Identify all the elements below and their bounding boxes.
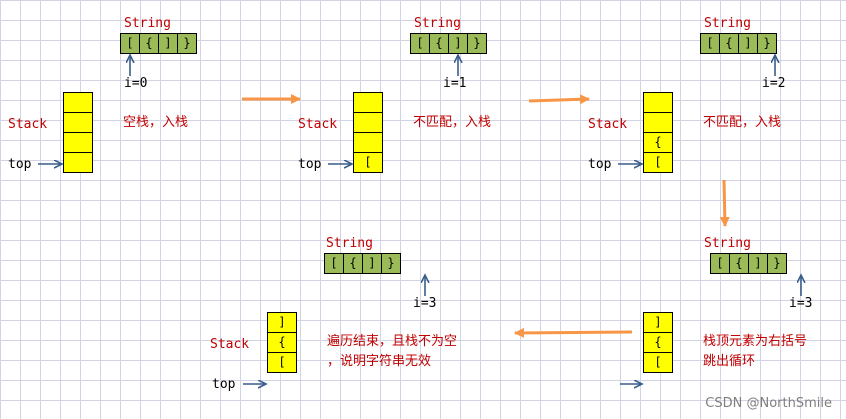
top-label: top xyxy=(8,157,32,172)
string-cell: [ xyxy=(126,36,134,50)
string-cell: } xyxy=(757,34,776,53)
flow-arrow xyxy=(528,94,590,105)
string-cell: { xyxy=(429,34,448,53)
stack-label: Stack xyxy=(210,337,250,352)
string-array: [ { ] } xyxy=(710,253,787,274)
stack-slot: [ xyxy=(268,352,296,372)
flow-arrow xyxy=(719,179,730,227)
step-message: 遍历结束，且栈不为空 ，说明字符串无效 xyxy=(327,332,457,372)
string-array: [ { ] } xyxy=(410,33,487,54)
stack-slot: { xyxy=(644,132,672,152)
stack-column xyxy=(63,92,93,173)
stack-slot: ] xyxy=(654,315,662,329)
stack-slot xyxy=(64,152,92,172)
string-cell: ] xyxy=(448,34,467,53)
stack-label: Stack xyxy=(8,117,48,132)
index-label: i=1 xyxy=(443,76,467,91)
stack-slot: { xyxy=(644,332,672,352)
index-label: i=3 xyxy=(789,296,813,311)
message-line: ，说明字符串无效 xyxy=(327,354,432,369)
stack-column: { [ xyxy=(643,92,673,173)
index-label: i=3 xyxy=(413,296,437,311)
string-cell: ] xyxy=(362,254,381,273)
string-cell: [ xyxy=(716,256,724,270)
step-message: 栈顶元素为右括号 跳出循环 xyxy=(703,332,807,372)
string-cell: { xyxy=(719,34,738,53)
index-label: i=0 xyxy=(124,76,148,91)
step-message: 不匹配，入栈 xyxy=(413,113,491,133)
stack-slot: ] xyxy=(278,315,286,329)
string-cell: ] xyxy=(158,34,177,53)
string-cell: { xyxy=(729,254,748,273)
string-array: [ { ] } xyxy=(120,33,197,54)
message-line: 跳出循环 xyxy=(703,354,756,369)
string-cell: [ xyxy=(416,36,424,50)
stack-slot: [ xyxy=(644,152,672,172)
top-label: top xyxy=(298,157,322,172)
string-cell: { xyxy=(139,34,158,53)
flow-arrow xyxy=(514,327,633,338)
top-label: top xyxy=(212,377,236,392)
string-label: String xyxy=(414,16,461,31)
string-array: [ { ] } xyxy=(700,33,777,54)
stack-label: Stack xyxy=(298,117,338,132)
string-label: String xyxy=(124,16,171,31)
index-label: i=2 xyxy=(762,76,786,91)
stack-column: ] { [ xyxy=(267,312,297,373)
message-line: 遍历结束，且栈不为空 xyxy=(327,334,458,349)
stack-column: [ xyxy=(353,92,383,173)
string-cell: [ xyxy=(706,36,714,50)
step-message: 空栈，入栈 xyxy=(123,113,188,133)
string-label: String xyxy=(704,16,751,31)
stack-slot xyxy=(64,132,92,152)
stack-label: Stack xyxy=(588,117,628,132)
stack-slot: { xyxy=(268,332,296,352)
string-cell: { xyxy=(343,254,362,273)
message-line: 空栈，入栈 xyxy=(123,115,189,130)
stack-slot: [ xyxy=(644,352,672,372)
stack-column: ] { [ xyxy=(643,312,673,373)
step-message: 不匹配，入栈 xyxy=(703,113,781,133)
string-cell: } xyxy=(177,34,196,53)
message-line: 不匹配，入栈 xyxy=(703,115,782,130)
top-label: top xyxy=(588,157,612,172)
stack-slot xyxy=(64,112,92,132)
message-line: 不匹配，入栈 xyxy=(413,115,492,130)
watermark: CSDN @NorthSmile xyxy=(705,396,832,411)
string-label: String xyxy=(704,236,751,251)
stack-slot xyxy=(644,112,672,132)
message-line: 栈顶元素为右括号 xyxy=(703,334,808,349)
stack-slot: [ xyxy=(354,152,382,172)
stack-slot xyxy=(354,132,382,152)
string-cell: } xyxy=(381,254,400,273)
string-cell: } xyxy=(467,34,486,53)
stack-slot xyxy=(354,112,382,132)
string-cell: } xyxy=(767,254,786,273)
string-cell: [ xyxy=(330,256,338,270)
string-cell: ] xyxy=(738,34,757,53)
string-array: [ { ] } xyxy=(324,253,401,274)
string-cell: ] xyxy=(748,254,767,273)
string-label: String xyxy=(326,236,373,251)
